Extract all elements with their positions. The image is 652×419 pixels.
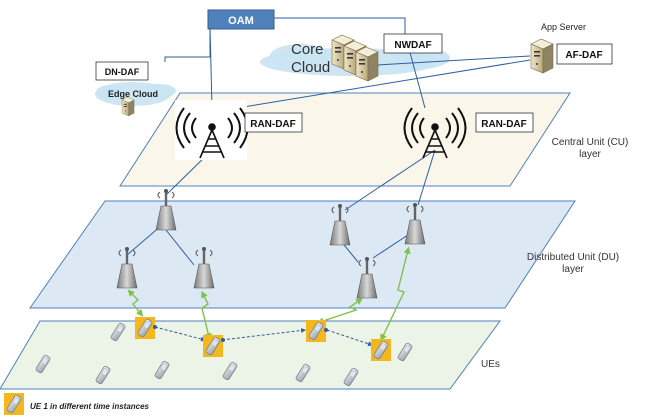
edge-cloud-label: Edge Cloud bbox=[108, 89, 158, 99]
ran-daf-right-box bbox=[475, 112, 534, 133]
ran-daf-right-label: RAN-DAF bbox=[481, 119, 527, 130]
radio-waves-left-icon bbox=[175, 107, 249, 149]
legend-text: UE 1 in different time instances bbox=[30, 402, 149, 411]
cu-tower-left-icon bbox=[199, 123, 225, 159]
ue1-instance-icon bbox=[203, 335, 225, 357]
edge-server-icon bbox=[121, 96, 135, 117]
core-label-line1: Core bbox=[291, 41, 324, 58]
radio-links bbox=[127, 246, 411, 342]
dn-daf-box bbox=[95, 61, 149, 81]
nwdaf-box bbox=[383, 33, 443, 54]
ues-layer-label: UEs bbox=[481, 359, 500, 370]
ue1-instance-icon bbox=[371, 339, 391, 361]
nwdaf-label: NWDAF bbox=[394, 40, 431, 51]
dn-daf-label: DN-DAF bbox=[105, 67, 140, 77]
core-label-line2: Cloud bbox=[291, 59, 330, 76]
ue1-instances bbox=[135, 317, 391, 361]
legend bbox=[4, 393, 24, 415]
app-server-icon bbox=[530, 38, 554, 74]
cu-layer-label-line1: Central Unit (CU) bbox=[552, 137, 629, 148]
ue1-instance-icon bbox=[135, 317, 157, 339]
du-layer-plane bbox=[29, 200, 576, 309]
cu-node-left bbox=[175, 100, 249, 160]
ue1-instance-icon bbox=[306, 320, 328, 342]
radio-waves-right-icon bbox=[403, 107, 467, 149]
ue1-trajectory bbox=[154, 326, 373, 347]
cu-tower-right-icon bbox=[422, 123, 448, 159]
edge-cloud bbox=[95, 82, 176, 106]
af-daf-box bbox=[556, 43, 613, 65]
cu-layer-label-line2: layer bbox=[579, 149, 601, 160]
oam-label: OAM bbox=[228, 15, 254, 27]
ran-daf-left-box bbox=[244, 112, 303, 133]
du-layer-label-line1: Distributed Unit (DU) bbox=[527, 252, 619, 263]
app-server-label: App Server bbox=[541, 22, 586, 32]
du-layer-label-line2: layer bbox=[562, 264, 584, 275]
af-daf-label: AF-DAF bbox=[565, 50, 602, 61]
ran-daf-left-label: RAN-DAF bbox=[250, 119, 296, 130]
ue-layer-plane bbox=[0, 320, 501, 390]
oam-node: OAM bbox=[207, 9, 275, 30]
cu-node-right bbox=[403, 107, 467, 159]
